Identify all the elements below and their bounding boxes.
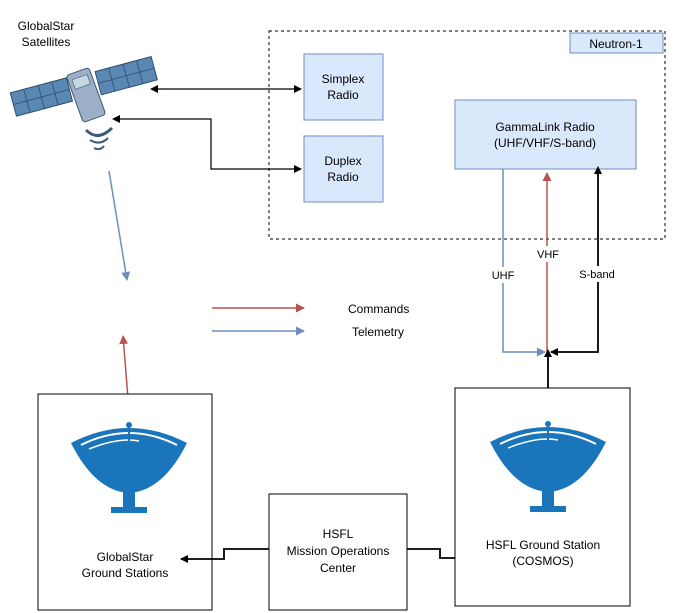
legend-commands-label: Commands <box>348 302 409 316</box>
duplex-label-line2: Radio <box>327 170 359 184</box>
mission-operations-center-box: HSFL Mission Operations Center <box>268 493 408 611</box>
satellites-label-line2: Satellites <box>22 35 71 49</box>
satellites-label-line1: GlobalStar <box>18 19 75 33</box>
uhf-label: UHF <box>492 270 515 282</box>
spacecraft-label: Neutron-1 <box>589 37 643 51</box>
duplex-label-line1: Duplex <box>324 154 361 168</box>
simplex-label-line2: Radio <box>327 88 359 102</box>
globalstar-ground-label-line1: GlobalStar <box>97 550 154 564</box>
sband-label: S-band <box>579 269 614 281</box>
gammalink-label-line1: GammaLink Radio <box>495 120 595 134</box>
legend-telemetry-label: Telemetry <box>352 325 404 339</box>
hsfl-dish-icon <box>490 421 606 512</box>
satellite-dish-icon <box>71 422 187 513</box>
globalstar-ground-label-line2: Ground Stations <box>82 566 169 580</box>
moc-label-line1: HSFL <box>323 527 354 541</box>
gammalink-radio-box: GammaLink Radio (UHF/VHF/S-band) <box>454 99 637 170</box>
hsfl-ground-label-line2: (COSMOS) <box>512 554 573 568</box>
hsfl-ground-label-line1: HSFL Ground Station <box>486 538 600 552</box>
link-moc-hsfl-ground <box>407 548 469 562</box>
moc-label-line3: Center <box>320 561 356 575</box>
satellite-downlink-arrow <box>108 170 131 281</box>
satellite-icon <box>9 55 158 151</box>
duplex-radio-box: Duplex Radio <box>303 135 384 203</box>
moc-label-line2: Mission Operations <box>287 544 390 558</box>
legend: Commands Telemetry <box>212 302 409 339</box>
link-satellite-duplex <box>112 115 302 173</box>
spacecraft-tag: Neutron-1 <box>569 32 664 54</box>
link-moc-globalstar-ground <box>180 548 269 563</box>
vhf-label: VHF <box>537 249 559 261</box>
simplex-radio-box: Simplex Radio <box>303 53 384 121</box>
gammalink-label-line2: (UHF/VHF/S-band) <box>494 136 596 150</box>
sband-link <box>550 166 602 356</box>
uhf-link <box>502 169 546 357</box>
simplex-label-line1: Simplex <box>322 72 365 86</box>
